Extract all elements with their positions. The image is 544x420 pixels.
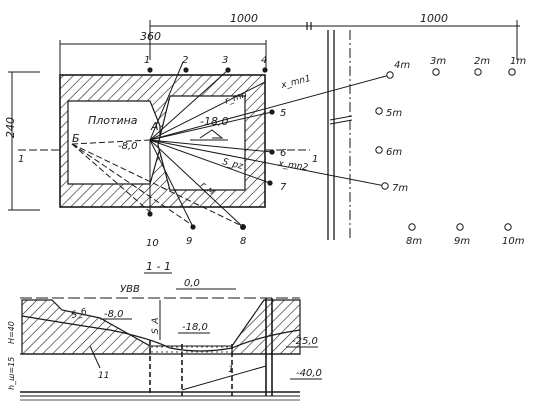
well-label: 4 xyxy=(261,55,267,66)
well-marker xyxy=(147,67,153,73)
mirror-well-label: 10m xyxy=(502,236,525,247)
pit-inner-area xyxy=(157,95,246,191)
level-top: 0,0 xyxy=(184,278,200,289)
well-marker xyxy=(240,224,246,230)
point-a-label: A xyxy=(150,120,159,133)
well-label: 8 xyxy=(240,236,246,247)
well-marker xyxy=(225,67,231,73)
wells: 1 2 3 4 5 6 7 8 9 10 xyxy=(144,55,287,249)
well-marker xyxy=(269,109,275,115)
dim-label-left: 1000 xyxy=(230,12,258,25)
well-label-11: 11 xyxy=(98,371,109,381)
section-title: 1 - 1 xyxy=(146,260,171,273)
well-label: 1 xyxy=(144,55,150,66)
mirror-well-label: 3m xyxy=(430,56,446,67)
dim-label-240: 240 xyxy=(4,117,17,138)
well-label: 2 xyxy=(182,55,188,66)
soil-layer-left xyxy=(21,299,151,355)
h-bottom-label: h_ш=15 xyxy=(7,357,16,390)
mirror-well-label: 2m xyxy=(474,56,490,67)
level-right: -25,0 xyxy=(292,336,318,347)
mirror-well-label: 8m xyxy=(406,236,422,247)
well-marker xyxy=(183,67,189,73)
ray-label-4: S_pz xyxy=(221,157,244,172)
marker-one: 1 xyxy=(228,365,234,375)
mirror-well-label: 6m xyxy=(386,147,402,158)
uvb-label: УВВ xyxy=(120,284,140,295)
depression-curve xyxy=(21,315,301,352)
well-label: 9 xyxy=(186,236,192,247)
mirror-wells: 4m 3m 2m 1m 5m 6m 7m 8m 9m 10m xyxy=(375,56,526,247)
section-mark-right: 1 xyxy=(312,154,318,165)
cross-section: 1 - 1 0,0 УВВ -8,0 -18,0 -25,0 -40,0 xyxy=(7,260,322,401)
level-bottom: -40,0 xyxy=(296,368,322,379)
dim-label-right: 1000 xyxy=(420,12,448,25)
level-mid: -18,0 xyxy=(182,322,208,333)
well-marker xyxy=(147,211,153,217)
h-left-label: H=40 xyxy=(7,321,16,344)
mirror-well-label: 4m xyxy=(394,60,410,71)
mirror-well-label: 9m xyxy=(454,236,470,247)
ray-label-3: x_mn2 xyxy=(277,159,309,173)
well-label: 5 xyxy=(280,108,286,119)
well-marker xyxy=(262,67,268,73)
well-marker xyxy=(267,180,273,186)
point-b-label: Б xyxy=(72,132,80,145)
ray-label-1: x_mn1 xyxy=(279,74,312,91)
well-label: 6 xyxy=(280,148,286,159)
well-marker xyxy=(190,224,196,230)
level-left: -8,0 xyxy=(104,309,124,320)
mirror-well-label: 7m xyxy=(392,183,408,194)
well-marker xyxy=(269,149,275,155)
elev-label-left: -8,0 xyxy=(118,141,138,152)
sb-label: S_б xyxy=(70,307,88,321)
mirror-well-label: 1m xyxy=(510,56,526,67)
sa-label: S_A xyxy=(151,318,161,334)
boundary-lines xyxy=(327,30,353,240)
top-dimensions: 1000 1000 360 240 xyxy=(4,12,520,211)
mirror-well-label: 5m xyxy=(386,108,402,119)
pit-label: Плотина xyxy=(88,114,138,127)
well-label: 7 xyxy=(280,182,287,193)
well-label: 10 xyxy=(146,238,159,249)
flow-arrow-icon xyxy=(199,129,224,139)
elev-label-top: -18,0 xyxy=(200,115,228,128)
well-label: 3 xyxy=(222,55,228,66)
dim-label-360: 360 xyxy=(140,30,161,43)
section-mark-left: 1 xyxy=(18,154,24,165)
